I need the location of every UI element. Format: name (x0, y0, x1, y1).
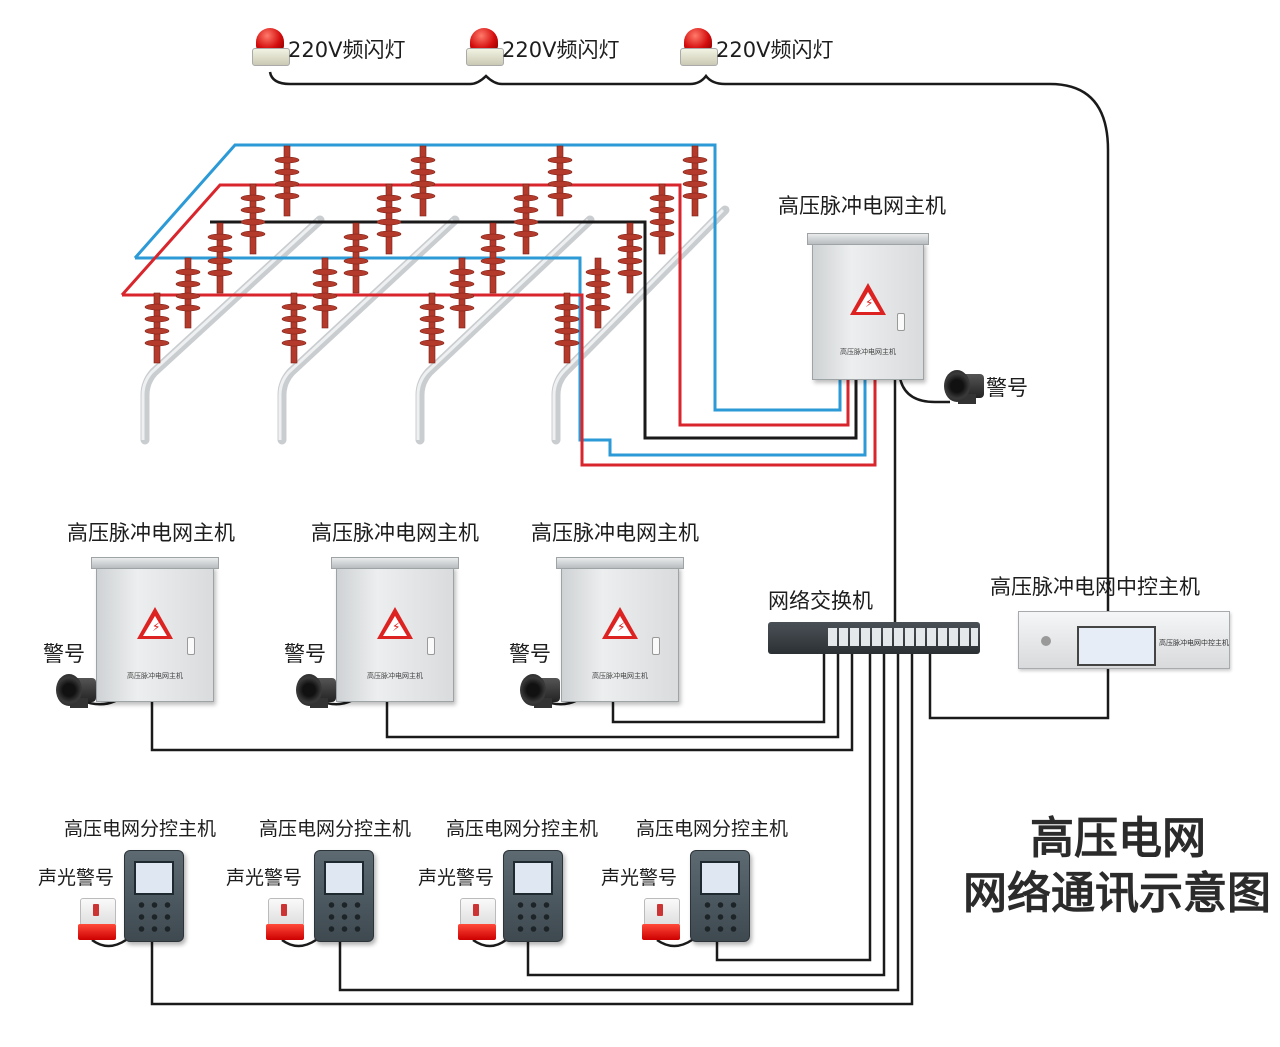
network-cables (79, 377, 950, 1006)
remote-host-cabinet: ⚡ 高压脉冲电网主机 (556, 557, 684, 702)
sub-controller-label: 高压电网分控主机 (636, 818, 789, 840)
insulator (207, 222, 233, 294)
alarm-horn-icon (520, 670, 560, 710)
insulator (376, 183, 402, 255)
insulator (144, 292, 170, 364)
insulator (312, 257, 338, 329)
insulator (343, 222, 369, 294)
network-switch-label: 网络交换机 (768, 589, 873, 613)
sub-controller-label: 高压电网分控主机 (446, 818, 599, 840)
strobe-light-label: 220V频闪灯 (502, 38, 620, 62)
network-switch (768, 622, 980, 654)
cabinet-plate: 高压脉冲电网主机 (840, 348, 896, 356)
insulator (449, 257, 475, 329)
insulator (617, 222, 643, 294)
diagram-title-line2: 网络通讯示意图 (963, 868, 1271, 919)
central-host-panel-text: 高压脉冲电网中控主机 (1159, 639, 1229, 647)
insulator (175, 257, 201, 329)
remote-host-alarm-label: 警号 (43, 642, 85, 666)
central-host-label: 高压脉冲电网中控主机 (990, 575, 1200, 599)
cabinet-plate: 高压脉冲电网主机 (127, 672, 183, 680)
insulator (649, 183, 675, 255)
insulator (554, 292, 580, 364)
cabinet-plate: 高压脉冲电网主机 (367, 672, 423, 680)
central-host-screen (1077, 626, 1156, 666)
insulator (419, 292, 445, 364)
main-host-alarm-label: 警号 (986, 376, 1028, 400)
fence-wire-blue (133, 143, 867, 457)
cabinet-plate: 高压脉冲电网主机 (592, 672, 648, 680)
main-host-cabinet: ⚡ 高压脉冲电网主机 (807, 233, 929, 380)
insulator (410, 145, 436, 217)
main-host-label: 高压脉冲电网主机 (778, 194, 946, 218)
strobe-light-icon (466, 28, 504, 68)
siren-icon (78, 898, 116, 940)
alarm-horn-icon (56, 670, 96, 710)
remote-host-cabinet: ⚡ 高压脉冲电网主机 (331, 557, 459, 702)
sub-controller-alarm-label: 声光警号 (38, 867, 115, 889)
insulator (682, 145, 708, 217)
alarm-horn-icon (296, 670, 336, 710)
strobe-light-icon (252, 28, 290, 68)
insulators (144, 145, 708, 364)
fence-wire-black (210, 220, 858, 440)
fence-wire-red (120, 183, 877, 467)
insulator (240, 183, 266, 255)
central-host-rack: 高压脉冲电网中控主机 (1018, 611, 1230, 669)
siren-icon (642, 898, 680, 940)
sub-controller-label: 高压电网分控主机 (259, 818, 412, 840)
diagram-title-line1: 高压电网 (1030, 813, 1206, 864)
siren-icon (266, 898, 304, 940)
strobe-light-label: 220V频闪灯 (288, 38, 406, 62)
insulator (513, 183, 539, 255)
insulator (281, 292, 307, 364)
alarm-horn-icon (944, 366, 984, 406)
sub-controller-keypad (124, 850, 184, 942)
insulator (274, 145, 300, 217)
siren-icon (458, 898, 496, 940)
remote-host-label: 高压脉冲电网主机 (311, 521, 479, 545)
insulator (585, 257, 611, 329)
fence-poles-shade (141, 208, 725, 440)
sub-controller-keypad (690, 850, 750, 942)
strobe-light-label: 220V频闪灯 (716, 38, 834, 62)
sub-controller-keypad (503, 850, 563, 942)
sub-controller-alarm-label: 声光警号 (601, 867, 678, 889)
strobe-light-icon (680, 28, 718, 68)
sub-controller-alarm-label: 声光警号 (418, 867, 495, 889)
remote-host-label: 高压脉冲电网主机 (67, 521, 235, 545)
insulator (480, 222, 506, 294)
remote-host-alarm-label: 警号 (284, 642, 326, 666)
sub-controller-alarm-label: 声光警号 (226, 867, 303, 889)
remote-host-label: 高压脉冲电网主机 (531, 521, 699, 545)
remote-host-alarm-label: 警号 (509, 642, 551, 666)
insulator (547, 145, 573, 217)
strobe-power-line (268, 71, 1110, 720)
sub-controller-label: 高压电网分控主机 (64, 818, 217, 840)
remote-host-cabinet: ⚡ 高压脉冲电网主机 (91, 557, 219, 702)
sub-controller-keypad (314, 850, 374, 942)
